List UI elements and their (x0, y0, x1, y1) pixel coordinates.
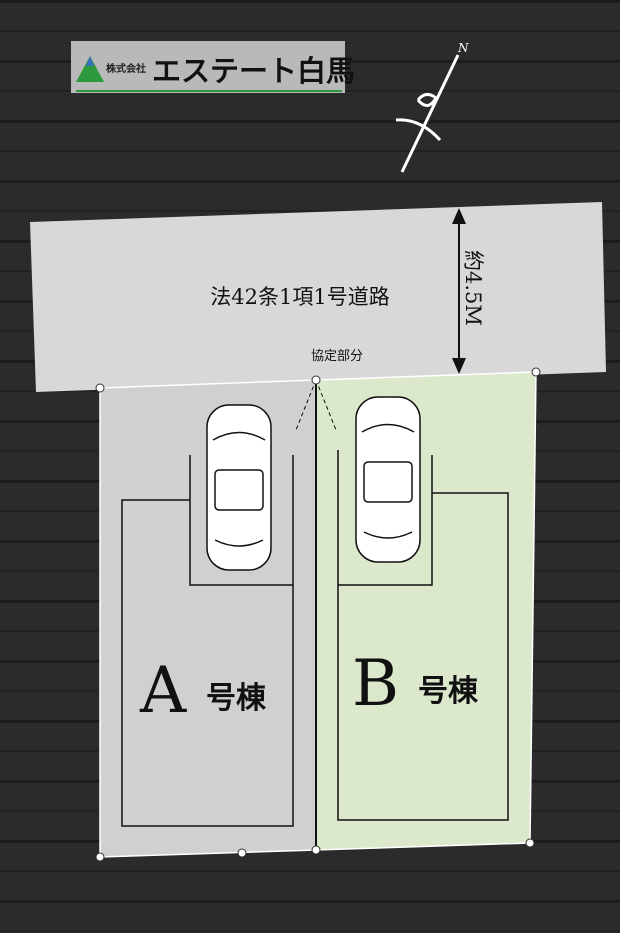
road (30, 202, 606, 392)
company-logo: 株式会社 エステート白馬 (71, 41, 355, 93)
north-label: N (457, 41, 469, 55)
building-a-outline (121, 455, 294, 827)
boundary-markers (95, 367, 541, 862)
agreement-area-lines (295, 379, 337, 431)
lot-b-letter: B (352, 647, 399, 721)
agreement-area-label: 協定部分 (311, 349, 363, 364)
mountain-icon (76, 56, 104, 82)
road-label: 法42条1項1号道路 (210, 285, 389, 309)
road-width-label: 約4.5M (461, 250, 485, 326)
car-icon (355, 396, 421, 563)
building-b-outline (337, 450, 509, 821)
north-arrow-icon: N (395, 41, 469, 173)
lot-a-suffix: 号棟 (206, 681, 267, 716)
lot-a-letter: A (139, 654, 187, 728)
road-width-dimension: 約4.5M (452, 208, 485, 374)
logo-company-type: 株式会社 (106, 62, 146, 75)
logo-company-name: エステート白馬 (152, 54, 355, 88)
car-icon (206, 404, 272, 571)
lot-b-suffix: 号棟 (418, 674, 479, 709)
lot-b (315, 371, 537, 851)
